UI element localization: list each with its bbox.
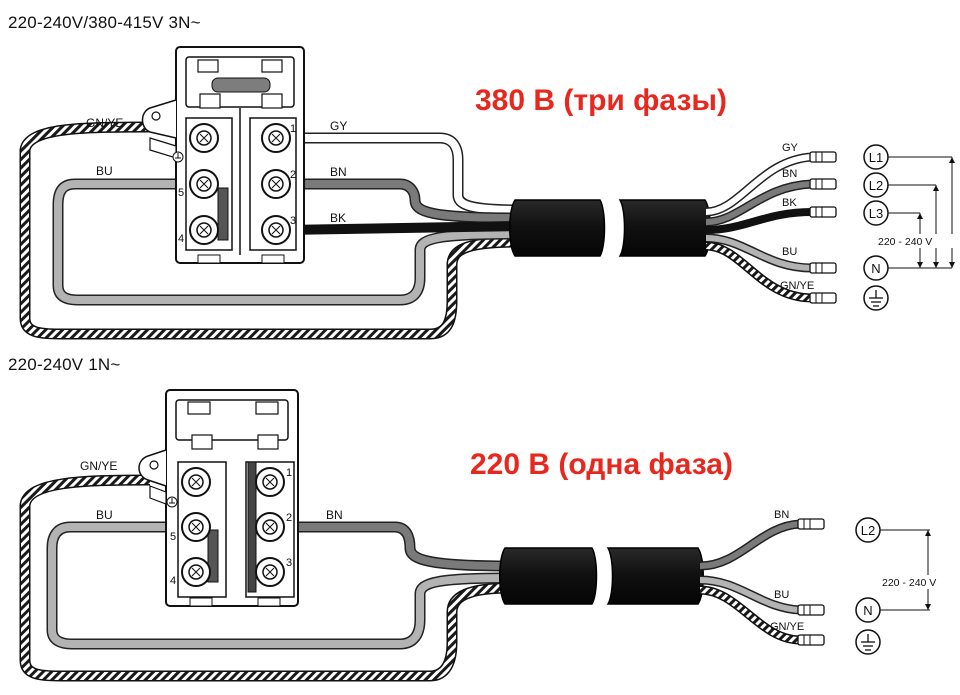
bottom-end-gnye: [699, 585, 825, 646]
top-screw-3: [261, 215, 291, 245]
top-label-bu: BU: [96, 164, 113, 178]
top-end-bn: [705, 178, 837, 227]
bottom-terminal-block: 1 2 3 4 5: [138, 389, 299, 607]
top-label-gy: GY: [330, 119, 347, 133]
bottom-diagram: 1 2 3 4 5 GN/YE BU BN: [19, 389, 950, 682]
top-end-gy: [705, 151, 837, 217]
top-ground-icon: [863, 285, 889, 311]
top-title-380v: 380 В (три фазы): [475, 84, 727, 117]
top-bn-wire: [285, 178, 521, 224]
bottom-screw-4: [181, 557, 211, 587]
top-terminal-l1: L1: [863, 144, 889, 170]
bottom-label-bn: BN: [326, 508, 343, 522]
bottom-terminal-l2: L2: [855, 517, 881, 543]
bottom-screw-3: [255, 557, 285, 587]
bottom-voltage-spec: 220-240V 1N~: [8, 355, 121, 374]
top-terminal-block: 1 2 3 4 5: [141, 46, 305, 264]
bottom-terminal-number-4: 4: [170, 575, 176, 587]
top-end-label-bk: BK: [782, 197, 797, 209]
top-cable-sheath-left: [509, 199, 606, 257]
top-voltage-spec: 220-240V/380-415V 3N~: [8, 13, 201, 32]
bottom-neutral-wire: [46, 521, 511, 650]
top-terminal-l1-label: L1: [869, 150, 883, 165]
top-terminal-n-label: N: [871, 261, 880, 276]
top-neutral-wire: [52, 178, 521, 306]
bottom-screw-earth: [181, 467, 211, 497]
top-terminal-number-1: 1: [290, 123, 296, 135]
bottom-cable-sheath-right: [606, 547, 704, 605]
bottom-bn-wire: [285, 521, 511, 572]
bottom-voltage-bracket: [880, 529, 931, 611]
top-screw-2: [261, 169, 291, 199]
bottom-terminal-l2-label: L2: [861, 523, 875, 538]
bottom-end-bn: [699, 518, 825, 571]
top-terminal-l3-label: L3: [869, 206, 883, 221]
top-screw-earth: [189, 123, 219, 153]
top-end-bk: [705, 206, 837, 234]
bottom-terminal-number-3: 3: [286, 557, 292, 569]
top-voltage-label: 220 - 240 V: [878, 236, 932, 248]
top-label-bn: BN: [330, 165, 347, 179]
top-screw-1: [261, 123, 291, 153]
top-terminal-l2: L2: [863, 172, 889, 198]
bottom-screw-1: [255, 467, 285, 497]
bottom-end-bu: [699, 575, 825, 616]
bottom-end-label-gnye: GN/YE: [770, 621, 804, 633]
top-terminal-number-4: 4: [178, 233, 184, 245]
bottom-earth-wire: [19, 474, 511, 682]
top-cable-sheath-right: [618, 199, 711, 257]
top-end-label-gy: GY: [782, 142, 799, 154]
top-terminal-number-3: 3: [290, 215, 296, 227]
top-earth-wire: [19, 121, 521, 340]
top-terminal-number-5: 5: [178, 187, 184, 199]
bottom-cable-sheath-left: [499, 547, 598, 605]
bottom-voltage-label: 220 - 240 V: [882, 577, 936, 589]
top-end-gnye: [705, 241, 837, 304]
bottom-title-220v: 220 В (одна фаза): [470, 448, 733, 481]
top-terminal-l3: L3: [863, 200, 889, 226]
bottom-terminal-number-5: 5: [170, 531, 176, 543]
bottom-ground-icon: [855, 629, 881, 655]
bottom-screw-5: [181, 512, 211, 542]
bottom-block-earth-icon: [166, 496, 178, 508]
bottom-terminal-n-label: N: [863, 603, 872, 618]
top-voltage-brackets: [888, 156, 955, 269]
top-end-label-gnye: GN/YE: [780, 280, 814, 292]
top-gy-wire: [285, 132, 521, 216]
top-label-bk: BK: [330, 211, 346, 225]
top-screw-4: [189, 215, 219, 245]
bottom-label-bu: BU: [96, 508, 113, 522]
bottom-terminal-number-1: 1: [286, 467, 292, 479]
bottom-end-label-bu: BU: [774, 589, 789, 601]
top-terminal-number-2: 2: [290, 169, 296, 181]
bottom-screw-2: [255, 512, 285, 542]
top-bk-wire: [284, 221, 521, 235]
bottom-terminal-number-2: 2: [286, 512, 292, 524]
top-end-bu: [705, 233, 837, 274]
top-end-label-bu: BU: [782, 246, 797, 258]
bottom-terminal-n: N: [855, 597, 881, 623]
top-block-earth-icon: [172, 151, 184, 163]
top-terminal-l2-label: L2: [869, 178, 883, 193]
top-diagram: 1 2 3 4 5 GN/YE BU GY BN BK: [19, 46, 956, 340]
top-screw-5: [189, 169, 219, 199]
bottom-label-gnye: GN/YE: [80, 459, 117, 473]
top-end-label-bn: BN: [782, 168, 797, 180]
top-terminal-n: N: [863, 255, 889, 281]
bottom-end-label-bn: BN: [774, 509, 789, 521]
top-label-gnye: GN/YE: [86, 116, 123, 130]
